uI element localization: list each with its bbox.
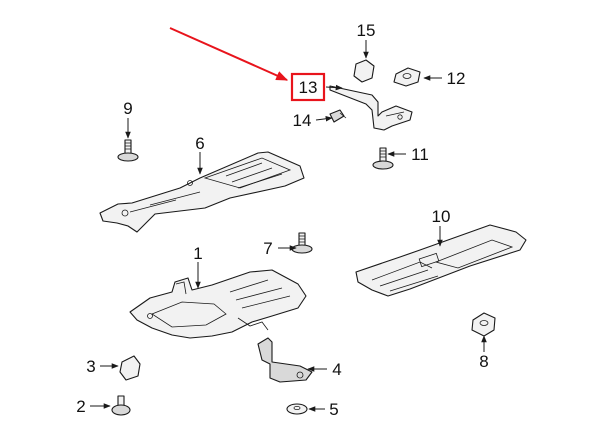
part-9-stud [117, 139, 139, 162]
part-13-bracket [329, 85, 413, 131]
part-10-shield [355, 224, 527, 297]
part-8-nut [471, 312, 496, 337]
highlight-box [290, 72, 326, 102]
part-4-bracket [257, 337, 313, 383]
callout-12: 12 [447, 69, 466, 88]
part-6-shield [99, 151, 305, 233]
part-1-shield [129, 269, 307, 339]
callout-2: 2 [76, 397, 85, 416]
part-11-stud [372, 147, 394, 170]
callout-15: 15 [357, 21, 376, 40]
part-3-nut [119, 355, 141, 381]
part-15-clip [353, 59, 375, 83]
callout-13: 13 [299, 78, 318, 97]
callout-8: 8 [479, 352, 488, 371]
part-7-stud [291, 232, 313, 254]
part-5-washer [286, 403, 308, 415]
part-12-nut [393, 67, 421, 87]
callout-10: 10 [432, 207, 451, 226]
callout-5: 5 [329, 400, 338, 419]
callout-14: 14 [293, 111, 312, 130]
part-14-screw [329, 109, 347, 123]
part-2-screw [111, 395, 131, 416]
highlight-arrow [169, 27, 289, 81]
callout-3: 3 [86, 357, 95, 376]
callout-11: 11 [411, 145, 429, 164]
callout-4: 4 [332, 360, 341, 379]
callout-7: 7 [263, 239, 272, 258]
callout-1: 1 [193, 244, 202, 263]
callout-6: 6 [195, 134, 204, 153]
callout-9: 9 [123, 99, 132, 118]
